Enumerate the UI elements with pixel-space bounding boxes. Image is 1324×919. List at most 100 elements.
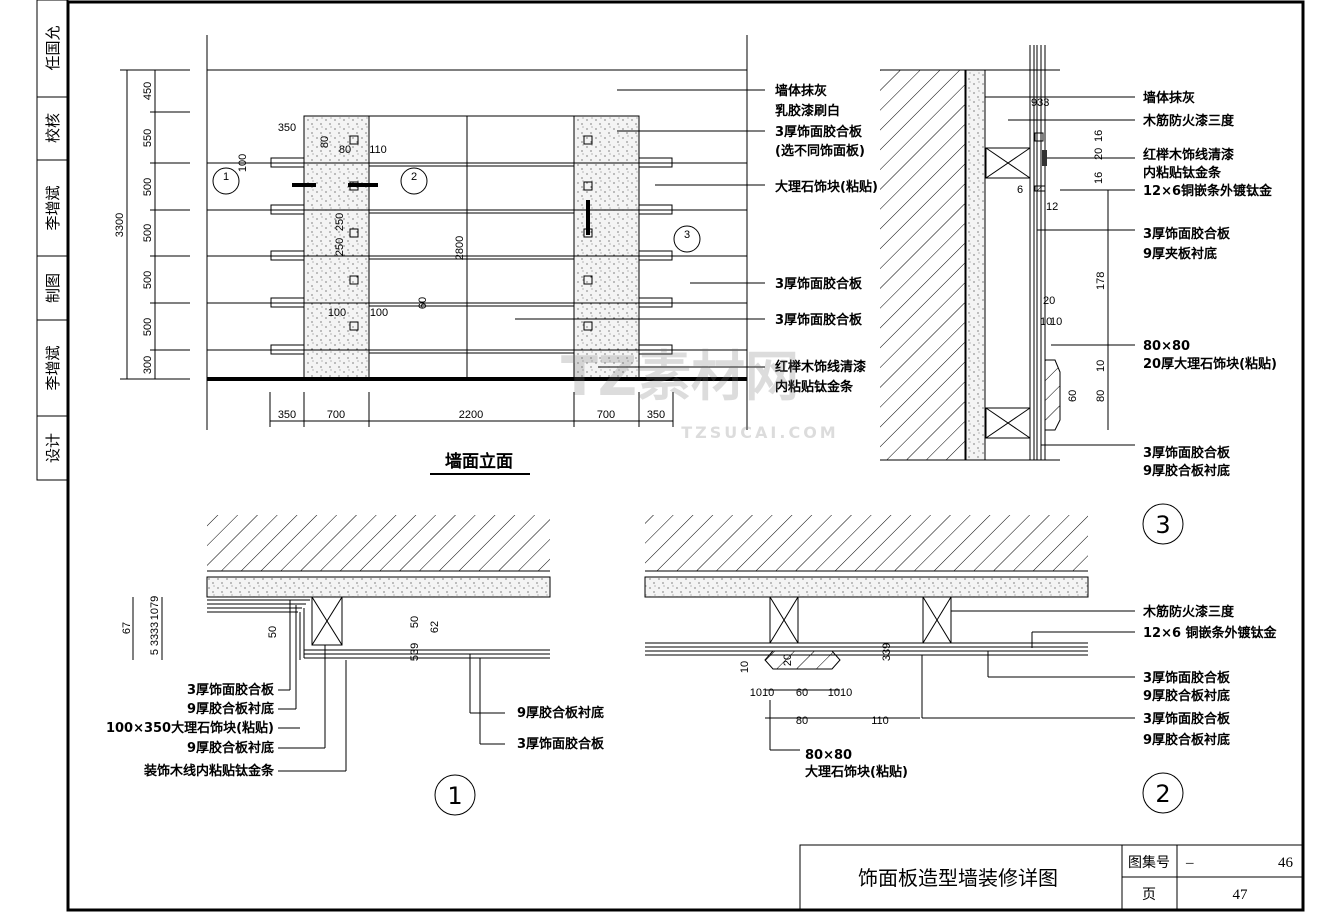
callout-label: 3厚饰面胶合板 — [1143, 670, 1231, 686]
dim: 33 — [149, 634, 161, 646]
watermark-logo: TZ素材网 — [561, 345, 799, 408]
detail-2-number: 2 — [1155, 780, 1170, 808]
callout-label: 9厚胶合板衬底 — [187, 701, 274, 717]
callout-label: 3厚饰面胶合板 — [187, 682, 275, 698]
elevation-title: 墙面立面 — [445, 451, 513, 472]
section-mark-3 — [673, 225, 701, 253]
section-mark-3-label: 3 — [684, 229, 690, 241]
callout-label: 装饰木线内粘贴钛金条 — [143, 763, 275, 779]
callout-label: 20厚大理石饰块(粘贴) — [1143, 356, 1277, 372]
detail-1-number: 1 — [447, 782, 462, 810]
callout-label: 9厚胶合板衬底 — [1143, 463, 1230, 479]
callout-label: 墙体抹灰 — [1143, 90, 1195, 106]
callout-label: 12×6铜嵌条外镀钛金 — [1143, 183, 1273, 199]
callout-label: 3厚饰面胶合板 — [775, 312, 863, 328]
atlas-number-prefix: – — [1185, 855, 1194, 871]
dim: 50 — [409, 616, 421, 628]
dim-small: 350 — [278, 122, 296, 134]
dim-width: 700 — [597, 409, 615, 421]
signoff-drafter: 李增斌 — [44, 345, 62, 390]
section-mark-2-label: 2 — [411, 171, 417, 183]
dim: 60 — [1067, 390, 1079, 402]
atlas-number-value: 46 — [1278, 855, 1294, 871]
detail-1-section: 67 1079 33 5 33 50 50 62 539 3厚饰面胶合板 9厚胶… — [106, 515, 605, 816]
dim-height: 550 — [142, 129, 154, 147]
dim-total-height: 3300 — [114, 213, 126, 237]
callout-label: 9厚胶合板衬底 — [187, 740, 274, 756]
callout-label: 3厚饰面胶合板 — [1143, 711, 1231, 727]
dim-height: 450 — [142, 82, 154, 100]
section-mark-1-label: 1 — [223, 171, 229, 183]
dim: 10 — [739, 661, 751, 673]
title-block: 饰面板造型墙装修详图 图集号 – 46 页 47 — [799, 844, 1304, 911]
callout-label: 内粘贴钛金条 — [1143, 165, 1222, 181]
signoff-approver: 任国允 — [44, 25, 62, 70]
callout-label: 木筋防火漆三度 — [1142, 604, 1235, 620]
detail-3-section: 933 16 20 16 6 12 178 20 10 10 10 60 80 … — [880, 45, 1277, 545]
dim-height: 500 — [142, 271, 154, 289]
dim: 80 — [1095, 390, 1107, 402]
dim-small: 250 — [334, 213, 346, 231]
dim: 80 — [796, 715, 808, 727]
signoff-drawn-label: 制图 — [44, 273, 62, 303]
trim-lines — [207, 157, 747, 355]
dim: 1079 — [149, 596, 161, 620]
callout-label: (选不同饰面板) — [775, 143, 865, 159]
dim-small: 250 — [334, 238, 346, 256]
dim: 20 — [782, 654, 794, 666]
dim: 1010 — [828, 687, 852, 699]
dim: 67 — [121, 622, 133, 634]
detail-3-marker — [1142, 503, 1184, 545]
callout-label: 3厚饰面胶合板 — [775, 276, 863, 292]
dim-height: 500 — [142, 318, 154, 336]
signoff-checker: 李增斌 — [44, 185, 62, 230]
dim-width: 2200 — [459, 409, 483, 421]
dim: 110 — [871, 715, 889, 727]
marble-strip-right — [573, 115, 640, 380]
callout-label: 木筋防火漆三度 — [1142, 113, 1235, 129]
callout-label: 9厚胶合板衬底 — [1143, 732, 1230, 748]
dim-small: 80 — [319, 136, 331, 148]
dim: 6 — [1017, 184, 1023, 196]
dim-height: 500 — [142, 224, 154, 242]
detail-1-marker — [434, 774, 476, 816]
callout-label: 3厚饰面胶合板 — [517, 736, 605, 752]
dim-width: 350 — [278, 409, 296, 421]
dim: 933 — [1031, 97, 1049, 109]
dim: 60 — [796, 687, 808, 699]
section-mark-1 — [212, 167, 240, 195]
dim: 16 — [1093, 172, 1105, 184]
page-value: 47 — [1233, 887, 1249, 903]
callout-label: 3厚饰面胶合板 — [1143, 445, 1231, 461]
dim-height: 500 — [142, 178, 154, 196]
dim: 16 — [1093, 130, 1105, 142]
section-mark-2 — [400, 167, 428, 195]
dim: 539 — [409, 643, 421, 661]
callout-label: 大理石饰块(粘贴) — [805, 764, 908, 780]
callout-label: 9厚胶合板衬底 — [517, 705, 604, 721]
callout-label: 12×6 铜嵌条外镀钛金 — [1143, 625, 1278, 641]
watermark-url: TZSUCAI.COM — [681, 423, 838, 442]
page-label: 页 — [1142, 887, 1156, 903]
dim: 20 — [1043, 295, 1055, 307]
signoff-check-label: 校核 — [44, 113, 62, 143]
sign-off-strip: 任国允 校核 李增斌 制图 李增斌 设计 — [36, 0, 69, 481]
callout-label: 80×80 — [805, 748, 852, 763]
dim: 10 — [1095, 360, 1107, 372]
dim: 12 — [1046, 201, 1058, 213]
detail-2-section: 10 20 339 1010 60 1010 80 110 木筋防火漆三度 12… — [644, 515, 1278, 814]
callout-label: 3厚饰面胶合板 — [775, 124, 863, 140]
signoff-design-label: 设计 — [44, 433, 62, 463]
dim-small: 110 — [369, 144, 387, 156]
callout-label: 内粘贴钛金条 — [775, 379, 854, 395]
callout-label: 红榉木饰线清漆 — [775, 359, 866, 375]
dim: 1010 — [750, 687, 774, 699]
dim: 33 — [149, 622, 161, 634]
detail-3-number: 3 — [1155, 511, 1170, 539]
dim: 339 — [881, 643, 893, 661]
dim: 20 — [1093, 148, 1105, 160]
callout-label: 红榉木饰线清漆 — [1143, 147, 1234, 163]
watermark: TZ素材网 TZSUCAI.COM — [561, 345, 838, 442]
drawing-title: 饰面板造型墙装修详图 — [858, 866, 1058, 890]
